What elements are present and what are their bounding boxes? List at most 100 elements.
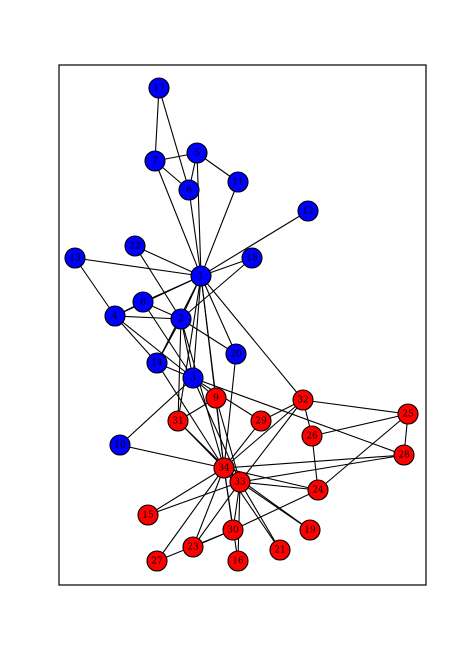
edge-14-34 bbox=[156, 362, 225, 469]
node-label: 20 bbox=[230, 350, 242, 360]
edge-7-1 bbox=[154, 160, 202, 277]
node-label: 2 bbox=[178, 315, 184, 325]
node-31: 31 bbox=[167, 410, 189, 432]
node-29: 29 bbox=[250, 410, 272, 432]
node-label: 31 bbox=[172, 417, 183, 427]
node-28: 28 bbox=[393, 444, 415, 466]
node-label: 13 bbox=[69, 254, 81, 264]
edge-12-1 bbox=[200, 210, 309, 277]
node-30: 30 bbox=[222, 519, 244, 541]
node-19: 19 bbox=[299, 519, 321, 541]
node-label: 11 bbox=[232, 178, 243, 188]
node-label: 34 bbox=[218, 464, 230, 474]
node-10: 10 bbox=[109, 434, 131, 456]
node-circle bbox=[132, 291, 154, 313]
node-13: 13 bbox=[64, 247, 86, 269]
node-21: 21 bbox=[269, 539, 291, 561]
edge-17-7 bbox=[154, 87, 160, 162]
node-24: 24 bbox=[307, 479, 329, 501]
node-circle bbox=[104, 305, 126, 327]
edge-6-1 bbox=[188, 189, 202, 277]
node-label: 24 bbox=[312, 486, 324, 496]
node-circle bbox=[241, 247, 263, 269]
node-17: 17 bbox=[148, 77, 170, 99]
node-circle bbox=[146, 550, 168, 572]
node-32: 32 bbox=[292, 389, 314, 411]
edge-34-16 bbox=[223, 467, 239, 562]
edge-33-23 bbox=[192, 481, 241, 548]
node-label: 33 bbox=[234, 478, 246, 488]
node-label: 18 bbox=[246, 254, 258, 264]
node-circle bbox=[186, 142, 208, 164]
plot-frame bbox=[58, 64, 427, 586]
edge-34-23 bbox=[192, 467, 225, 548]
edge-33-19 bbox=[239, 481, 311, 531]
node-25: 25 bbox=[397, 403, 419, 425]
node-label: 17 bbox=[153, 84, 165, 94]
node-label: 4 bbox=[112, 312, 118, 322]
edge-3-28 bbox=[192, 377, 405, 456]
edge-25-26 bbox=[311, 413, 409, 437]
node-label: 26 bbox=[306, 432, 318, 442]
node-34: 34 bbox=[213, 457, 235, 479]
edge-33-15 bbox=[147, 481, 241, 516]
node-8: 8 bbox=[132, 291, 154, 313]
node-circle bbox=[227, 550, 249, 572]
node-circle bbox=[190, 265, 212, 287]
node-15: 15 bbox=[137, 504, 159, 526]
node-circle bbox=[269, 539, 291, 561]
node-circle bbox=[109, 434, 131, 456]
node-label: 23 bbox=[187, 543, 199, 553]
node-9: 9 bbox=[205, 387, 227, 409]
node-label: 9 bbox=[213, 394, 219, 404]
node-label: 16 bbox=[232, 557, 244, 567]
node-4: 4 bbox=[104, 305, 126, 327]
node-label: 12 bbox=[302, 207, 313, 217]
node-circle bbox=[297, 200, 319, 222]
node-circle bbox=[167, 410, 189, 432]
node-circle bbox=[292, 389, 314, 411]
edge-1-3 bbox=[192, 275, 202, 379]
node-2: 2 bbox=[170, 308, 192, 330]
node-circle bbox=[299, 519, 321, 541]
node-label: 29 bbox=[255, 417, 267, 427]
node-14: 14 bbox=[146, 352, 168, 374]
edge-32-25 bbox=[302, 399, 409, 415]
edge-17-6 bbox=[158, 87, 190, 191]
node-circle bbox=[124, 235, 146, 257]
node-label: 10 bbox=[114, 441, 126, 451]
edge-1-32 bbox=[200, 275, 304, 401]
node-27: 27 bbox=[146, 550, 168, 572]
edge-13-4 bbox=[74, 257, 116, 317]
node-7: 7 bbox=[144, 150, 166, 172]
node-label: 3 bbox=[190, 374, 196, 384]
node-label: 28 bbox=[398, 451, 410, 461]
edge-1-20 bbox=[200, 275, 237, 355]
edge-2-31 bbox=[177, 318, 182, 422]
node-label: 19 bbox=[304, 526, 316, 536]
node-label: 32 bbox=[297, 396, 308, 406]
edge-3-10 bbox=[119, 377, 194, 446]
edge-32-34 bbox=[223, 399, 304, 469]
node-circle bbox=[148, 77, 170, 99]
edge-10-34 bbox=[119, 444, 225, 469]
edge-5-1 bbox=[196, 152, 202, 277]
node-3: 3 bbox=[182, 367, 204, 389]
node-18: 18 bbox=[241, 247, 263, 269]
node-label: 27 bbox=[151, 557, 163, 567]
node-circle bbox=[229, 471, 251, 493]
edge-33-21 bbox=[239, 481, 281, 551]
node-circle bbox=[182, 536, 204, 558]
node-circle bbox=[213, 457, 235, 479]
node-circle bbox=[222, 519, 244, 541]
node-23: 23 bbox=[182, 536, 204, 558]
node-20: 20 bbox=[225, 343, 247, 365]
node-5: 5 bbox=[186, 142, 208, 164]
node-6: 6 bbox=[178, 179, 200, 201]
node-circle bbox=[250, 410, 272, 432]
edge-24-30 bbox=[232, 489, 319, 531]
edge-1-8 bbox=[142, 275, 202, 303]
edge-20-34 bbox=[223, 353, 237, 469]
node-16: 16 bbox=[227, 550, 249, 572]
